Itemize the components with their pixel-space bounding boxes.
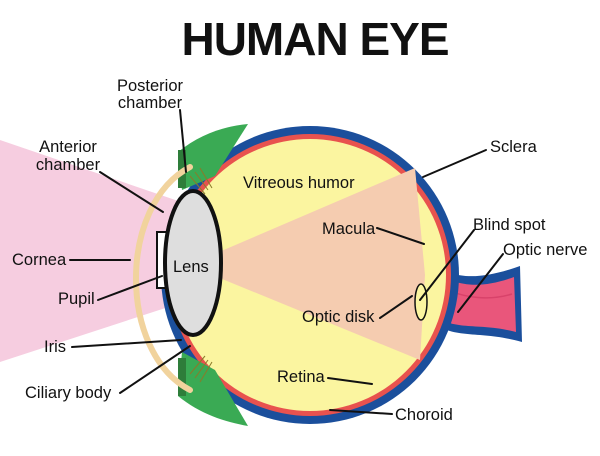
- label-lens: Lens: [173, 258, 209, 276]
- iris-bottom: [178, 358, 186, 396]
- cornea: [133, 164, 193, 393]
- label-optic-nerve: Optic nerve: [503, 241, 587, 259]
- label-cornea: Cornea: [12, 251, 67, 269]
- ciliary-body-bottom: [178, 352, 248, 426]
- label-iris: Iris: [44, 338, 66, 356]
- label-anterior-chamber-line2: chamber: [36, 156, 101, 174]
- zonule-fibers: [189, 167, 213, 383]
- label-posterior-chamber-line1: Posterior: [117, 77, 184, 95]
- focus-cone: [205, 168, 425, 360]
- light-beam: [0, 140, 190, 362]
- optic-disk-marker: [414, 283, 428, 321]
- diagram-title: HUMAN EYE: [181, 13, 448, 65]
- label-pupil: Pupil: [58, 290, 95, 308]
- label-choroid: Choroid: [395, 406, 453, 424]
- label-posterior-chamber-line2: chamber: [118, 94, 183, 112]
- label-vitreous-humor: Vitreous humor: [243, 174, 355, 192]
- label-retina: Retina: [277, 368, 326, 386]
- label-blind-spot: Blind spot: [473, 216, 546, 234]
- label-sclera: Sclera: [490, 138, 538, 156]
- label-macula: Macula: [322, 220, 376, 238]
- leader-lines: [69, 109, 504, 415]
- label-optic-disk: Optic disk: [302, 308, 375, 326]
- label-anterior-chamber-line1: Anterior: [39, 138, 97, 156]
- lens: [163, 189, 223, 337]
- label-ciliary-body: Ciliary body: [25, 384, 112, 402]
